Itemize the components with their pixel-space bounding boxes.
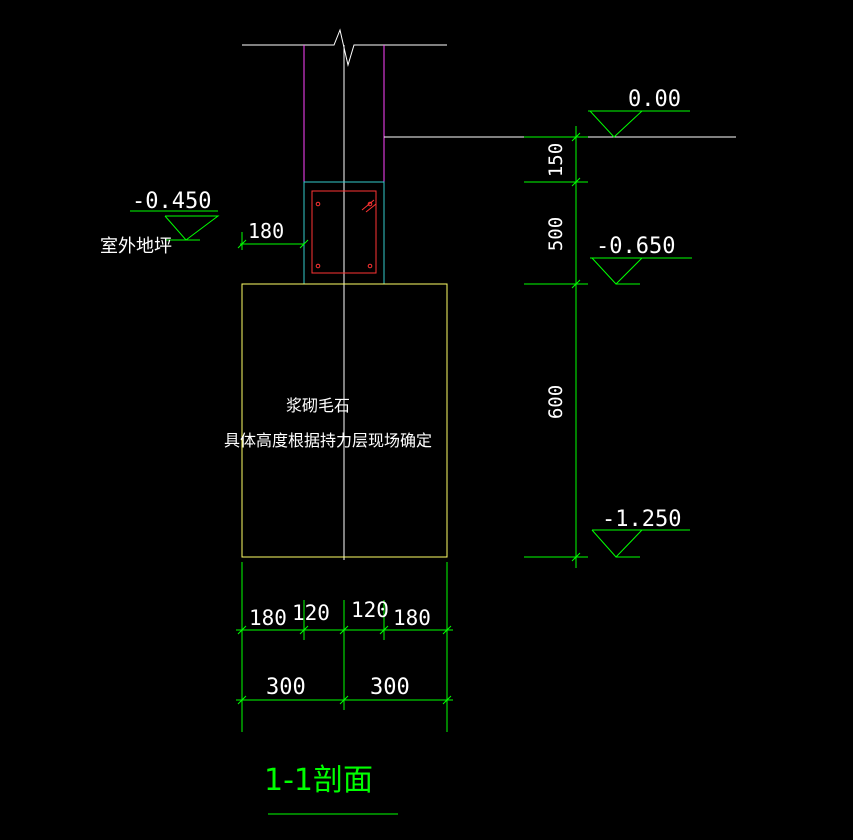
section-title: 1-1剖面 (264, 763, 373, 798)
beam-stirrup (311, 190, 377, 274)
footing-material-label: 浆砌毛石 (286, 396, 350, 415)
level-footing-bottom: -1.250 (602, 507, 681, 532)
dim-vertical-600: 600 (545, 385, 567, 419)
rebar-dot (367, 201, 373, 207)
level-triangle (164, 215, 220, 241)
dim-tick (237, 695, 247, 705)
dim-vertical-500: 500 (545, 217, 567, 251)
dim-tick (339, 625, 349, 635)
dim-tick (571, 132, 581, 142)
rebar-dot (367, 263, 373, 269)
level-triangle (591, 257, 644, 285)
level-triangle (591, 529, 644, 558)
dim-vertical-150: 150 (545, 143, 567, 177)
rebar-dot (315, 201, 321, 207)
dim-bottom-180-right: 180 (393, 606, 431, 630)
dim-bottom-180-left: 180 (249, 606, 287, 630)
outdoor-ground-label: 室外地坪 (100, 236, 172, 257)
dim-tick (379, 625, 389, 635)
level-beam-bottom: -0.650 (596, 234, 675, 259)
dim-tick (237, 239, 247, 249)
rubble-footing (241, 283, 448, 558)
dim-tick (442, 625, 452, 635)
stirrup-hook (361, 199, 375, 211)
dim-bottom-120-right: 120 (351, 598, 389, 622)
dim-tick (299, 239, 309, 249)
dim-bottom-300-left: 300 (266, 675, 306, 700)
dim-tick (571, 177, 581, 187)
dim-tick (442, 695, 452, 705)
dim-offset-left: 180 (248, 219, 284, 243)
dim-bottom-120-left: 120 (292, 601, 330, 625)
level-outdoor: -0.450 (132, 189, 211, 214)
dim-tick (571, 552, 581, 562)
level-ground: 0.00 (628, 87, 681, 112)
dim-tick (571, 279, 581, 289)
dim-bottom-300-right: 300 (370, 675, 410, 700)
footing-note-label: 具体高度根据持力层现场确定 (224, 431, 432, 450)
dim-tick (237, 625, 247, 635)
rebar-dot (315, 263, 321, 269)
dim-tick (339, 695, 349, 705)
level-triangle (589, 110, 644, 138)
dim-tick (299, 625, 309, 635)
stirrup-hook (365, 203, 377, 213)
